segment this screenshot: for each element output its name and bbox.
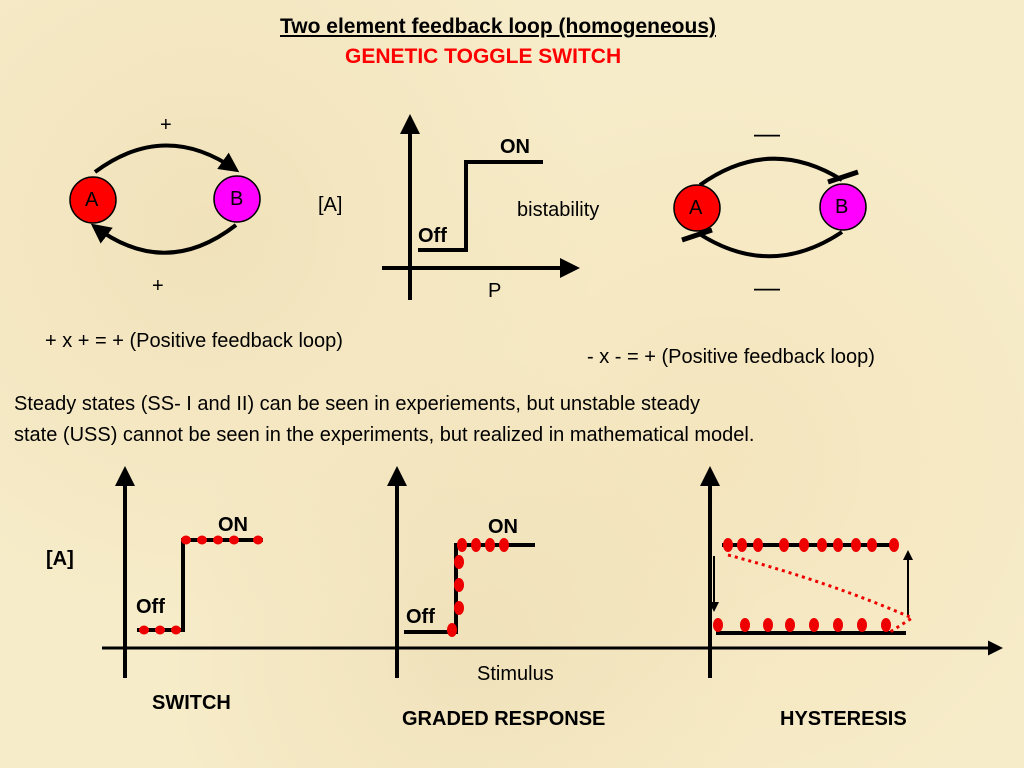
bistability-graph <box>382 114 580 300</box>
left-node-a-label: A <box>85 189 99 211</box>
switch-off-label: Off <box>136 596 165 618</box>
graded-caption: GRADED RESPONSE <box>402 708 606 730</box>
stimulus-label: Stimulus <box>477 663 554 685</box>
right-node-b <box>819 183 867 231</box>
switch-caption: SWITCH <box>152 692 231 714</box>
left-loop-equation: + x + = + (Positive feedback loop) <box>45 330 343 352</box>
left-loop-top-sign: + <box>160 114 172 136</box>
right-loop-bottom-sign: — <box>754 272 780 302</box>
left-loop-bottom-arrow <box>90 223 238 255</box>
left-loop-diagram <box>69 143 261 255</box>
graded-panel <box>387 466 535 678</box>
switch-panel <box>115 466 263 678</box>
left-node-b <box>213 175 261 223</box>
page-title: Two element feedback loop (homogeneous) <box>280 15 716 38</box>
right-loop-equation: - x - = + (Positive feedback loop) <box>587 346 875 368</box>
page-subtitle: GENETIC TOGGLE SWITCH <box>345 45 622 68</box>
bistability-off-label: Off <box>418 225 447 247</box>
right-loop-diagram <box>673 156 867 259</box>
left-loop-top-arrow <box>93 143 240 174</box>
bistability-x-label: P <box>488 280 502 302</box>
bistability-y-label: [A] <box>318 194 343 216</box>
right-loop-top-sign: — <box>754 118 780 148</box>
graded-on-label: ON <box>488 516 518 538</box>
description-line-2: state (USS) cannot be seen in the experi… <box>14 424 755 446</box>
hysteresis-upper-points <box>723 538 899 552</box>
left-node-a <box>69 176 117 224</box>
right-loop-inhibition-bar-b <box>827 169 859 185</box>
hysteresis-caption: HYSTERESIS <box>780 708 907 730</box>
switch-data-points <box>139 535 263 635</box>
graded-data-points <box>447 538 509 637</box>
bottom-y-label: [A] <box>46 548 74 570</box>
bistability-on-label: ON <box>500 136 530 158</box>
hysteresis-panel <box>700 466 916 678</box>
left-loop-bottom-sign: + <box>152 275 164 297</box>
switch-on-label: ON <box>218 514 248 536</box>
hysteresis-unstable-curve <box>727 553 916 634</box>
right-node-b-label: B <box>835 196 849 218</box>
right-loop-top-arc <box>698 156 844 187</box>
graded-off-label: Off <box>406 606 435 628</box>
bistability-note: bistability <box>517 199 600 221</box>
description-line-1: Steady states (SS- I and II) can be seen… <box>14 393 700 415</box>
right-loop-inhibition-bar-a <box>681 227 713 243</box>
right-loop-bottom-arc <box>696 230 844 259</box>
right-node-a <box>673 184 721 232</box>
hysteresis-lower-points <box>713 618 891 632</box>
bistability-step-curve <box>418 160 543 252</box>
right-node-a-label: A <box>689 197 703 219</box>
left-node-b-label: B <box>230 188 244 210</box>
